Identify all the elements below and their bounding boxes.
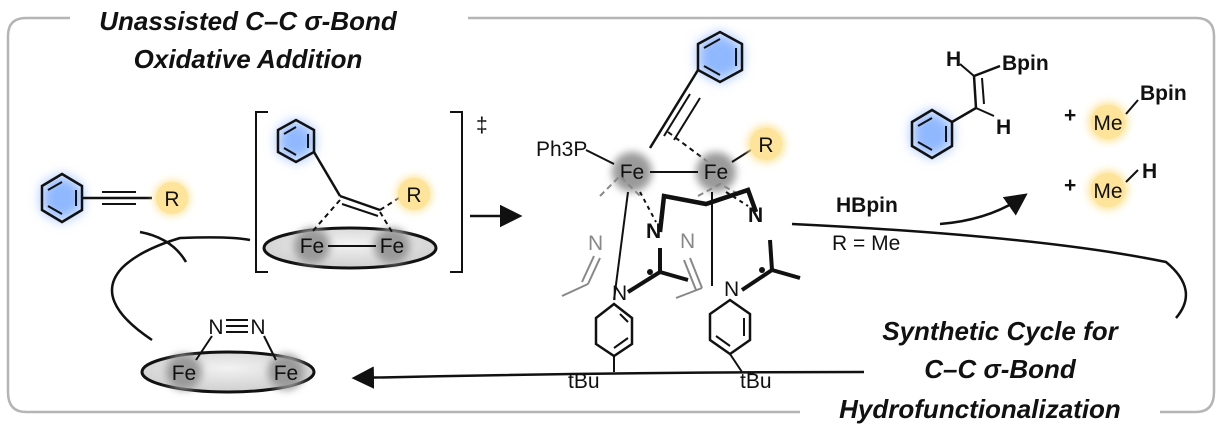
- title-line1: Unassisted C–C σ-Bond: [99, 6, 398, 36]
- cycle-label-line1: Synthetic Cycle for: [882, 316, 1119, 346]
- complex-n2: N: [646, 220, 661, 243]
- complex-tbu-left: tBu: [568, 370, 600, 393]
- cycle-label-line2: C–C σ-Bond: [924, 354, 1077, 384]
- product-bpin-1: Bpin: [1002, 52, 1049, 75]
- ts-fe-right: Fe: [380, 235, 405, 258]
- complex-n6: N: [724, 278, 739, 301]
- complex-ph3p: Ph3P: [536, 138, 587, 161]
- substrate-alkyne: R: [40, 172, 190, 224]
- product-h: H: [1142, 160, 1157, 183]
- ts-r: R: [406, 184, 421, 207]
- cycle-label-line3: Hydrofunctionalization: [839, 394, 1121, 424]
- product-me-1: Me: [1093, 112, 1122, 135]
- product-vinylboronate: H Bpin H: [910, 48, 1049, 160]
- ts-fe-left: Fe: [300, 235, 325, 258]
- n2-fe-left: Fe: [172, 362, 197, 385]
- cycle-arrow-left: [110, 236, 251, 342]
- product-methylboronate: Me Bpin: [1088, 82, 1187, 142]
- n2-n-left: N: [208, 316, 223, 339]
- plus-2: +: [1064, 174, 1076, 197]
- arrow-to-products: [939, 193, 1028, 226]
- n2-fe-right: Fe: [274, 362, 299, 385]
- substrate-r: R: [164, 188, 179, 211]
- product-me-2: Me: [1093, 180, 1122, 203]
- product-h-top: H: [946, 48, 961, 71]
- phenyl-ring: [40, 172, 84, 224]
- cycle-arrow-in: [139, 230, 188, 263]
- complex-n3: N: [612, 282, 627, 305]
- transition-state: ‡ Fe Fe R: [255, 111, 488, 273]
- title-line2: Oxidative Addition: [134, 44, 363, 74]
- product-bpin-2: Bpin: [1140, 82, 1187, 105]
- diiron-complex: Fe Fe Ph3P R N N N N N: [536, 30, 801, 393]
- complex-n4: N: [680, 230, 695, 253]
- cycle-arrow-bottom: [351, 366, 865, 389]
- product-h-bottom: H: [996, 116, 1011, 139]
- reagent-condition: R = Me: [832, 232, 900, 255]
- plus-1: +: [1064, 104, 1076, 127]
- complex-n5: N: [748, 204, 763, 227]
- complex-tbu-right: tBu: [740, 370, 772, 393]
- outer-frame: [6, 16, 1216, 414]
- cycle-arrow-right: [791, 222, 1188, 319]
- product-methane: Me H: [1088, 160, 1157, 210]
- complex-fe-left: Fe: [620, 161, 645, 184]
- reagent-hbpin: HBpin: [836, 194, 898, 217]
- complex-n1: N: [588, 232, 603, 255]
- complex-fe-right: Fe: [704, 161, 729, 184]
- ts-dagger: ‡: [476, 114, 488, 137]
- n2-n-right: N: [250, 316, 265, 339]
- phenyl-glow: [42, 174, 82, 222]
- ts-surface: [262, 226, 438, 270]
- dinitrogen-complex: Fe Fe N N: [140, 316, 316, 394]
- complex-r: R: [758, 134, 773, 157]
